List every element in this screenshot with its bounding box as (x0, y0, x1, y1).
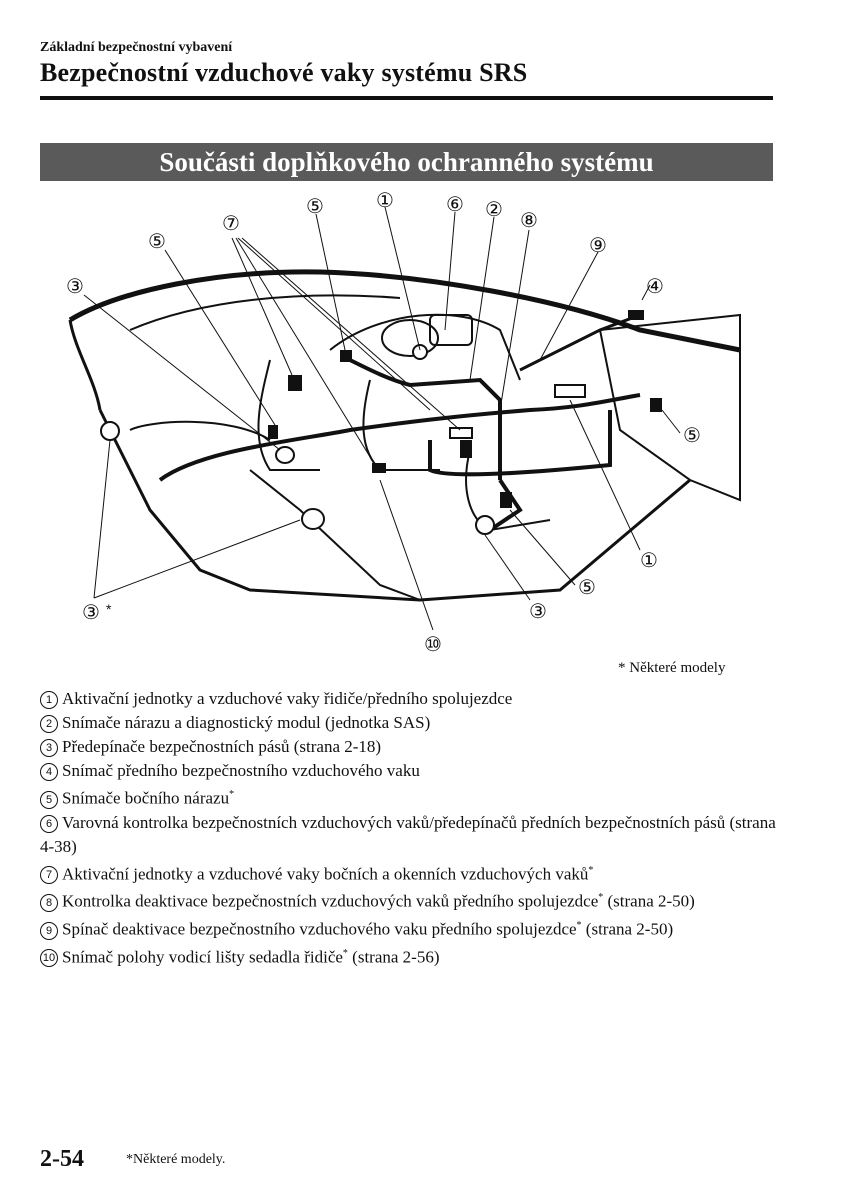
some-models-note: * Některé modely (618, 660, 726, 676)
asterisk-mark: * (229, 789, 235, 800)
number-8-icon: 8 (40, 893, 58, 912)
callout-1-bottom: ① (640, 550, 658, 572)
callout-6: ⑥ (446, 194, 464, 216)
page-number: 2-54 (40, 1146, 84, 1172)
srs-components-diagram: ① ⑥ ② ⑧ ⑤ ⑦ ⑤ ⑨ ③ ④ ⑤ ① ⑤ ③ ③ * ⑩ (66, 190, 741, 656)
legend-text: Spínač deaktivace bezpečnostního vzducho… (62, 919, 577, 939)
number-9-icon: 9 (40, 921, 58, 940)
legend-text: Snímač polohy vodicí lišty sedadla řidič… (62, 947, 343, 967)
callout-4: ④ (646, 276, 664, 298)
callout-7: ⑦ (222, 213, 240, 235)
number-2-icon: 2 (40, 715, 58, 733)
page-reference: (strana 2-50) (603, 891, 695, 911)
callout-asterisk: * (106, 601, 112, 617)
callout-5-bottom: ⑤ (578, 577, 596, 599)
callout-9: ⑨ (589, 235, 607, 257)
callout-5-left: ⑤ (148, 231, 166, 253)
number-5-icon: 5 (40, 790, 58, 809)
page-reference: (strana 2-50) (581, 919, 674, 939)
title-rule (40, 96, 773, 100)
legend-text: Kontrolka deaktivace bezpečnostních vzdu… (62, 891, 599, 911)
callout-3-bottom: ③ (529, 601, 547, 623)
number-7-icon: 7 (40, 866, 58, 885)
legend-text: Snímač předního bezpečnostního vzduchové… (62, 761, 420, 780)
footer-note: *Některé modely. (126, 1152, 226, 1167)
number-6-icon: 6 (40, 814, 58, 833)
callout-10: ⑩ (424, 634, 442, 656)
number-10-icon: 10 (40, 949, 58, 968)
callout-3-left: ③ (66, 276, 84, 298)
number-4-icon: 4 (40, 763, 58, 781)
legend-text: Aktivační jednotky a vzduchové vaky bočn… (62, 864, 589, 884)
page-reference: (strana 2-56) (347, 947, 440, 967)
callout-3-footnote: ③ (82, 602, 100, 624)
callout-8: ⑧ (520, 210, 538, 232)
number-1-icon: 1 (40, 691, 58, 709)
legend-text: Snímače bočního nárazu (62, 788, 230, 808)
section-banner: Součásti doplňkového ochranného systému (40, 143, 773, 181)
asterisk-mark: * (576, 919, 582, 931)
page-title: Bezpečnostní vzduchové vaky systému SRS (40, 58, 528, 87)
callout-5-top: ⑤ (306, 196, 324, 218)
asterisk-mark: * (598, 892, 604, 904)
legend-text: Varovná kontrolka bezpečnostních vzducho… (40, 812, 776, 856)
callout-5-right: ⑤ (683, 425, 701, 447)
legend-text: Předepínače bezpečnostních pásů (strana … (62, 737, 382, 756)
asterisk-mark: * (342, 947, 348, 959)
callout-2: ② (485, 199, 503, 221)
section-heading: Základní bezpečnostní vybavení (40, 40, 233, 55)
callout-1-top: ① (376, 190, 394, 212)
legend-text: Aktivační jednotky a vzduchové vaky řidi… (62, 689, 513, 708)
legend-text: Snímače nárazu a diagnostický modul (jed… (62, 713, 431, 732)
asterisk-mark: * (588, 864, 594, 876)
number-3-icon: 3 (40, 739, 58, 757)
